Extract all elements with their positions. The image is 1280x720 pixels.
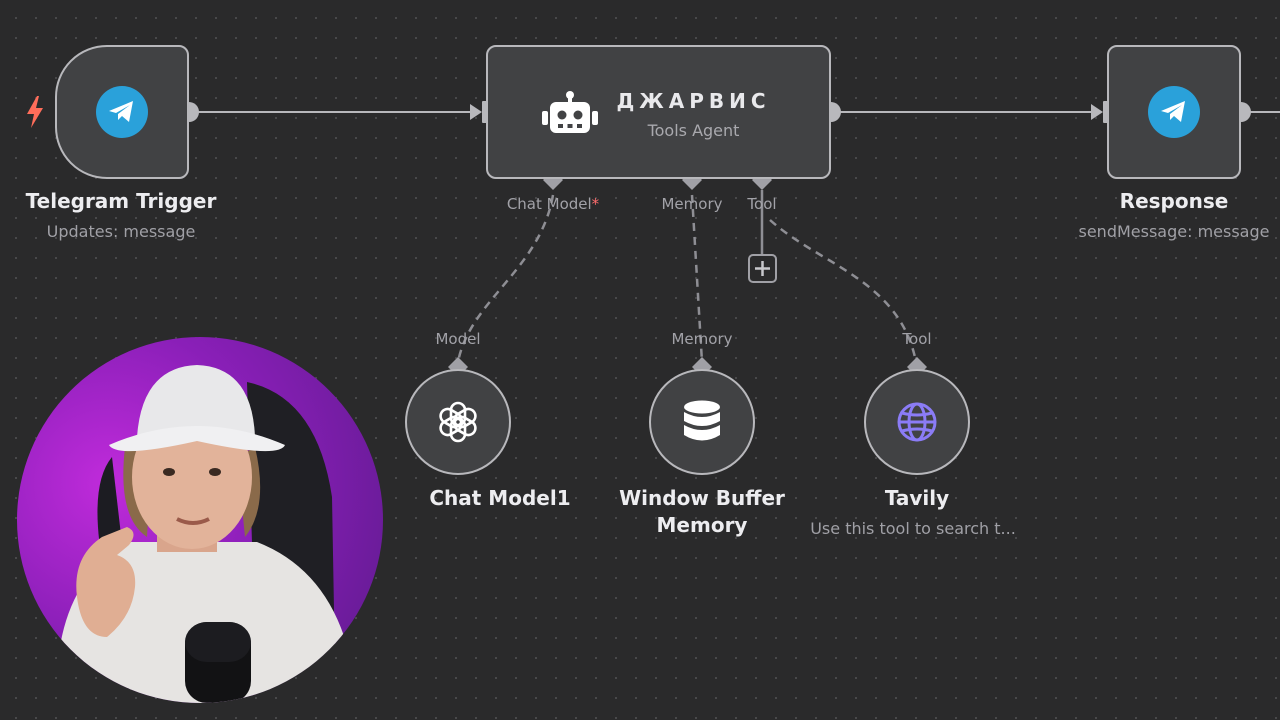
- port-label-model-in: Model: [435, 330, 481, 348]
- presenter-illustration: [56, 365, 357, 703]
- presenter-webcam: [17, 337, 383, 703]
- connection-chat-model: [456, 194, 555, 363]
- memory-title-line2: Memory: [656, 513, 748, 537]
- telegram-icon: [1148, 86, 1200, 138]
- robot-icon: [542, 91, 598, 133]
- globe-icon: [897, 402, 937, 442]
- response-subtitle: sendMessage: message: [1078, 222, 1270, 241]
- database-icon: [684, 400, 720, 441]
- tavily-subtitle: Use this tool to search t...: [810, 519, 1016, 538]
- arrow-head-agent: [470, 104, 482, 120]
- response-title: Response: [1119, 189, 1229, 213]
- telegram-trigger-node[interactable]: [55, 45, 189, 179]
- chat-model-title: Chat Model1: [429, 486, 571, 510]
- port-label-chat-model: Chat Model*: [506, 195, 600, 213]
- tavily-title: Tavily: [884, 486, 950, 510]
- lightning-bolt-icon: [27, 96, 43, 128]
- trigger-title: Telegram Trigger: [25, 189, 217, 213]
- tools-agent-node[interactable]: ДЖАРВИС Tools Agent: [486, 45, 831, 179]
- agent-subtitle: Tools Agent: [647, 121, 740, 140]
- port-label-memory-in: Memory: [671, 330, 733, 348]
- tavily-tool-node[interactable]: [864, 369, 970, 475]
- chat-model-node[interactable]: [405, 369, 511, 475]
- window-buffer-memory-node[interactable]: [649, 369, 755, 475]
- memory-title-line1: Window Buffer: [619, 486, 785, 510]
- port-label-memory: Memory: [661, 195, 723, 213]
- connection-tool: [769, 219, 918, 363]
- trigger-subtitle: Updates: message: [46, 222, 196, 241]
- agent-title: ДЖАРВИС: [616, 89, 771, 113]
- telegram-icon: [96, 86, 148, 138]
- port-label-tool: Tool: [747, 195, 777, 213]
- openai-icon: [439, 401, 477, 443]
- add-tool-button[interactable]: [748, 254, 777, 283]
- response-node[interactable]: [1107, 45, 1241, 179]
- port-label-tool-in: Tool: [902, 330, 932, 348]
- arrow-head-response: [1091, 104, 1103, 120]
